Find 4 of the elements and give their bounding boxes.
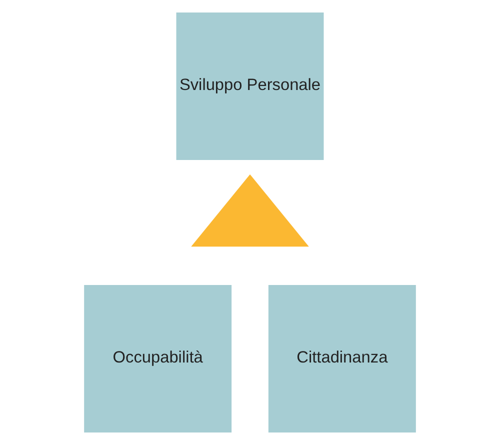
node-box: Cittadinanza <box>268 284 416 432</box>
node-box: Occupabilità <box>84 284 232 432</box>
node-triangle <box>191 174 309 247</box>
node-box: Sviluppo Personale <box>176 12 324 160</box>
